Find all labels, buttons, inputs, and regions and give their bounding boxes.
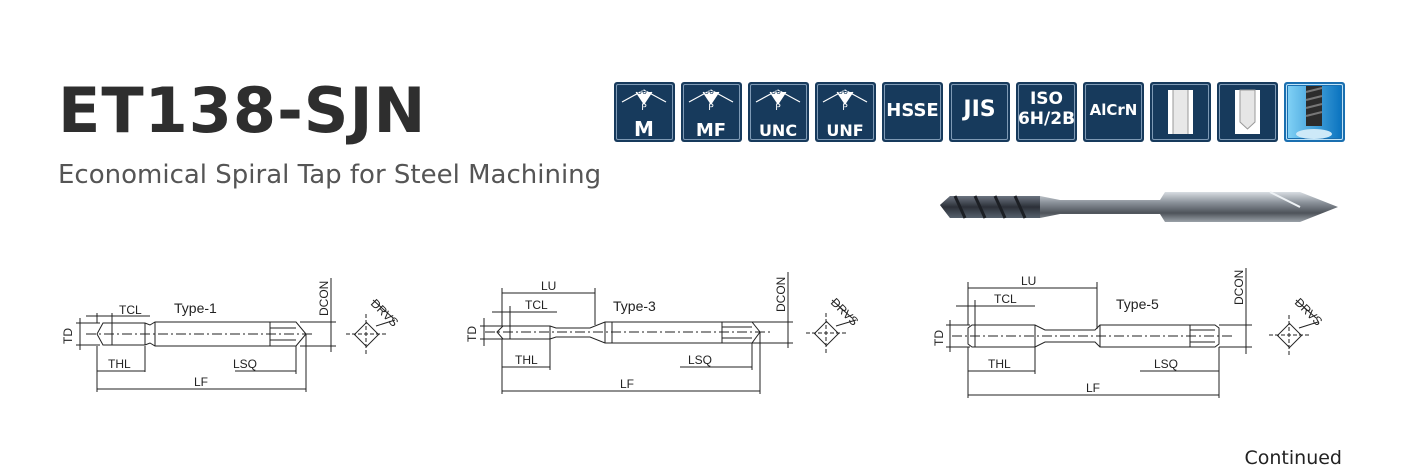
lsq-label: LSQ	[688, 353, 712, 367]
svg-text:MF: MF	[696, 120, 726, 141]
lf-label: LF	[1086, 381, 1100, 395]
page-title: ET138-SJN	[58, 74, 427, 147]
dcon-label: DCON	[317, 281, 331, 316]
tcl-label: TCL	[525, 298, 548, 312]
thread-profile-icon: 60° P UNC	[755, 87, 801, 140]
thl-label: THL	[988, 357, 1011, 371]
svg-text:60°: 60°	[637, 87, 651, 96]
badge-thread-unc: 60° P UNC	[748, 82, 809, 142]
badge-thread-m: 60° P M	[614, 82, 675, 142]
td-label: TD	[932, 330, 946, 346]
diagram-type-5	[946, 268, 1319, 398]
badge-label: JIS	[963, 97, 996, 122]
td-label: TD	[61, 328, 75, 344]
svg-text:P: P	[708, 103, 714, 113]
thread-profile-icon: 60° P MF	[688, 87, 734, 141]
thl-label: THL	[108, 357, 131, 371]
lf-label: LF	[620, 377, 634, 391]
svg-text:P: P	[842, 103, 848, 113]
drvs-label: DRVS	[368, 296, 401, 329]
page-subtitle: Economical Spiral Tap for Steel Machinin…	[58, 160, 602, 190]
diagram-type-3	[480, 272, 857, 394]
badge-thread-mf: 60° P MF	[681, 82, 742, 142]
svg-text:M: M	[634, 117, 654, 141]
badge-standard-jis: JIS	[949, 82, 1010, 142]
badge-thread-unf: 60° P UNF	[815, 82, 876, 142]
badge-material-hsse: HSSE	[882, 82, 943, 142]
lsq-label: LSQ	[233, 357, 257, 371]
badge-tolerance-iso: ISO 6H/2B	[1016, 82, 1077, 142]
thl-label: THL	[515, 353, 538, 367]
lu-label: LU	[541, 279, 556, 293]
tcl-label: TCL	[994, 292, 1017, 306]
svg-text:P: P	[641, 103, 647, 113]
badge-through-hole	[1150, 82, 1211, 142]
svg-text:UNF: UNF	[826, 121, 863, 140]
badge-coolant	[1284, 82, 1345, 142]
badge-label: HSSE	[886, 100, 939, 121]
badge-label: ISO 6H/2B	[1017, 89, 1076, 129]
lf-label: LF	[194, 375, 208, 389]
badge-blind-hole	[1217, 82, 1278, 142]
svg-text:60°: 60°	[838, 87, 852, 96]
badge-coating-alcrn: AlCrN	[1083, 82, 1144, 142]
thread-profile-icon: 60° P M	[621, 87, 667, 141]
continued-note: Continued	[1244, 447, 1343, 469]
drvs-label: DRVS	[1292, 295, 1325, 328]
td-label: TD	[465, 326, 479, 342]
lsq-label: LSQ	[1154, 357, 1178, 371]
svg-text:60°: 60°	[704, 87, 718, 96]
svg-text:UNC: UNC	[759, 121, 797, 140]
diagram-type-1	[76, 278, 396, 392]
through-hole-icon	[1168, 90, 1193, 134]
dcon-label: DCON	[774, 277, 788, 312]
badge-label: AlCrN	[1089, 101, 1138, 119]
type-label: Type-5	[1116, 296, 1159, 312]
svg-text:60°: 60°	[771, 87, 785, 96]
lu-label: LU	[1021, 274, 1036, 288]
dcon-label: DCON	[1232, 270, 1246, 305]
svg-text:P: P	[775, 103, 781, 113]
thread-profile-icon: 60° P UNF	[822, 87, 868, 140]
coolant-icon	[1288, 86, 1341, 139]
blind-hole-icon	[1235, 89, 1260, 134]
type-label: Type-3	[613, 298, 656, 314]
type-label: Type-1	[174, 300, 217, 316]
tcl-label: TCL	[119, 303, 142, 317]
